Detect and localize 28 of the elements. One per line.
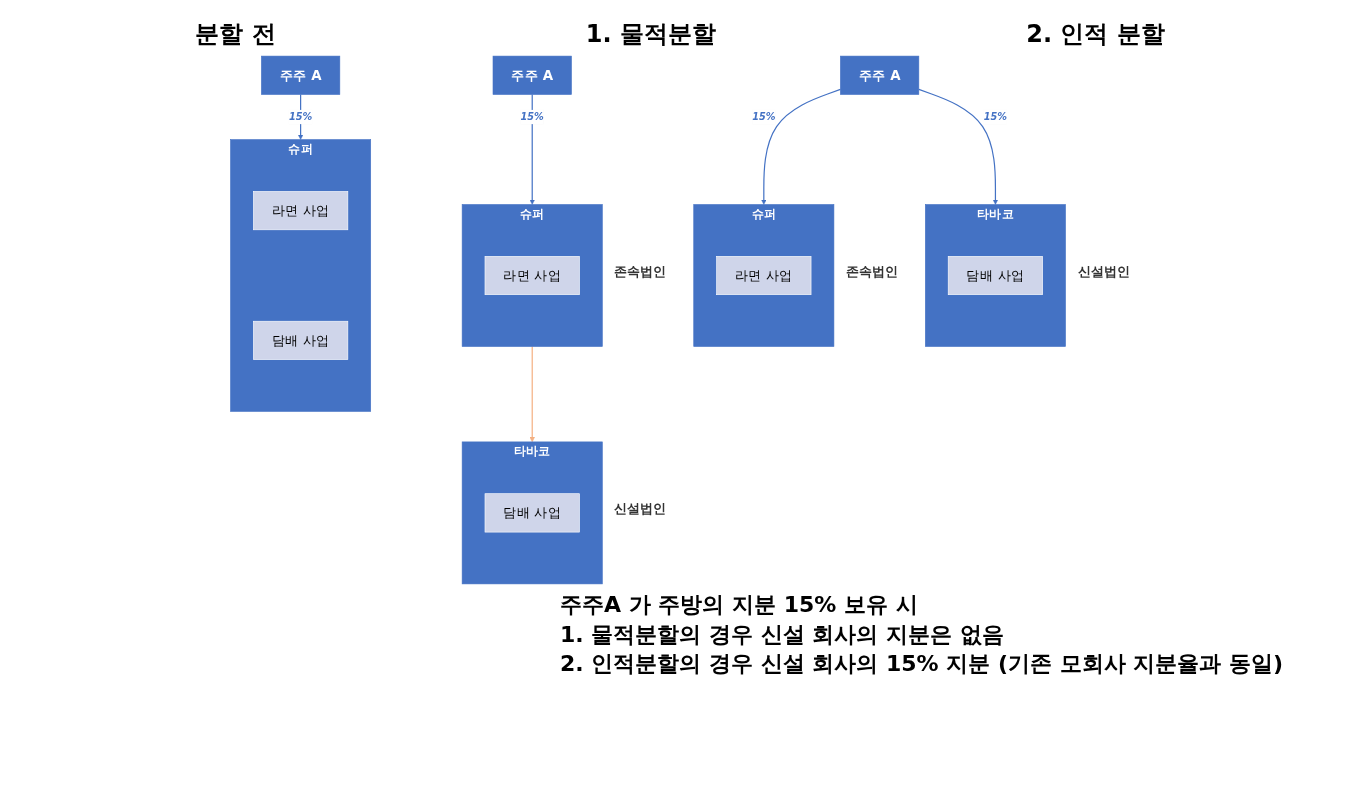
- panel-heading: 2. 인적 분할: [1026, 19, 1165, 50]
- edge-label: 15%: [520, 110, 544, 123]
- entity-caption: 신설법인: [614, 500, 667, 516]
- panel-heading: 분할 전: [195, 19, 276, 50]
- entity-caption: 존속법인: [614, 263, 667, 279]
- arrow: [529, 93, 535, 205]
- node-box: 담배 사업: [253, 320, 349, 360]
- note-text: 주주A 가 주방의 지분 15% 보유 시: [560, 591, 919, 619]
- node-box: 담배 사업: [947, 256, 1043, 295]
- arrow: [918, 88, 999, 205]
- edge-label: 15%: [983, 110, 1008, 123]
- arrow: [529, 345, 535, 443]
- note-text: 1. 물적분할의 경우 신설 회사의 지분은 없음: [560, 620, 1005, 649]
- node-box: 주주 A: [261, 55, 341, 95]
- node-box: 라면 사업: [716, 256, 812, 295]
- arrow: [297, 93, 304, 140]
- node-box: 주주 A: [840, 55, 920, 95]
- node-box: 담배 사업: [484, 493, 580, 533]
- node-box: 라면 사업: [253, 191, 349, 231]
- panel-heading: 1. 물적분할: [585, 19, 716, 50]
- node-box: 라면 사업: [484, 256, 580, 295]
- edge-label: 15%: [752, 110, 776, 123]
- node-box: 주주 A: [492, 55, 572, 95]
- arrow: [761, 88, 841, 205]
- edge-label: 15%: [288, 110, 313, 123]
- entity-caption: 존속법인: [846, 263, 899, 279]
- entity-caption: 신설법인: [1077, 263, 1130, 279]
- note-text: 2. 인적분할의 경우 신설 회사의 15% 지분 (기존 모회사 지분율과 동일): [560, 650, 1285, 679]
